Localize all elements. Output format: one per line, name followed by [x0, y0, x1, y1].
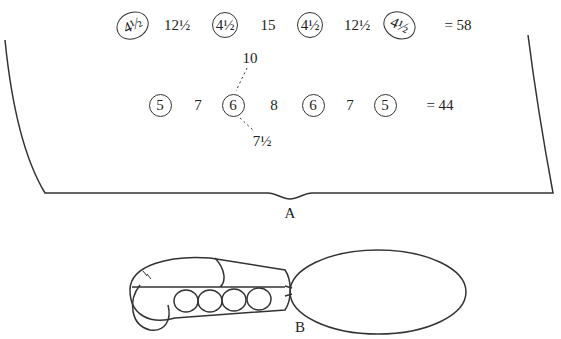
leader-line — [240, 118, 254, 131]
eye-size: 4½ — [121, 14, 144, 36]
measurement: 12½ — [343, 18, 371, 33]
figure-letter: A — [284, 206, 297, 221]
eye-size: 4½ — [216, 18, 235, 33]
measurement: = 44 — [425, 98, 454, 113]
chelicera — [133, 285, 170, 330]
measurement: 15 — [260, 18, 277, 33]
leader-line — [236, 68, 247, 91]
cephalothorax — [130, 257, 290, 320]
eye-circle: 4½ — [379, 6, 421, 44]
eye-circle: 6 — [302, 94, 325, 117]
eye-size: 4½ — [388, 14, 411, 36]
figure-letter: B — [294, 320, 306, 335]
hair — [143, 271, 151, 279]
measurement: 10 — [242, 51, 259, 66]
eye-circle: 6 — [222, 94, 245, 117]
eye-circle: 4½ — [112, 6, 154, 44]
measurement: 8 — [269, 98, 279, 113]
eye — [247, 288, 271, 310]
eye — [174, 290, 198, 312]
eye-circle: 4½ — [212, 12, 239, 39]
eye-size: 4½ — [301, 18, 320, 33]
measurement: 7½ — [252, 134, 273, 149]
eye-size: 5 — [156, 98, 164, 113]
abdomen — [290, 250, 466, 334]
measurement: 12½ — [163, 18, 191, 33]
measurement: 7 — [345, 98, 355, 113]
eye — [198, 290, 222, 312]
eye-size: 6 — [229, 98, 237, 113]
eye-size: 5 — [381, 98, 389, 113]
eye-circle: 5 — [149, 94, 172, 117]
measurement: = 58 — [443, 18, 472, 33]
eye-size: 6 — [309, 98, 317, 113]
eye — [222, 289, 246, 311]
outline-a — [5, 35, 553, 199]
eye-circle: 4½ — [297, 12, 324, 39]
measurement: 7 — [193, 98, 203, 113]
eye-circle: 5 — [374, 94, 397, 117]
carapace-line — [132, 258, 285, 287]
